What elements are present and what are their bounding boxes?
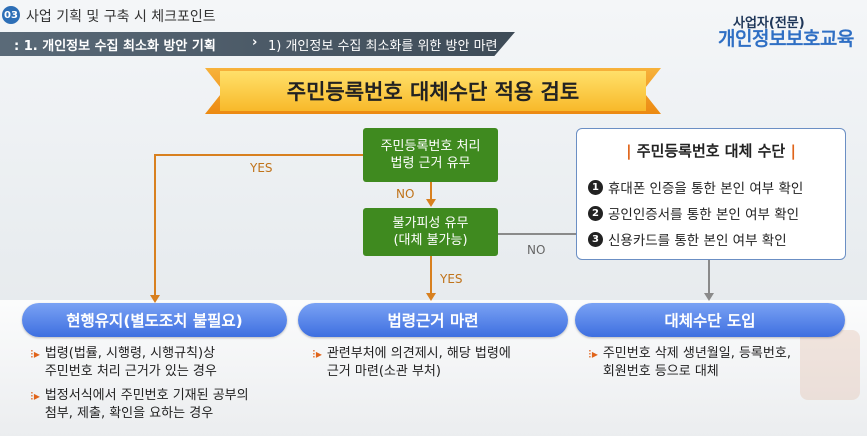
decision-unavoidable-line1: 불가피성 유무 [392,216,469,231]
label-yes-left: YES [250,161,273,175]
connector-yes-left-v [154,154,156,297]
bullet-line: 회원번호 등으로 대체 [602,364,719,379]
alternative-text: 공인인증서를 통한 본인 여부 확인 [608,207,800,223]
alternative-item: 1 휴대폰 인증을 통한 본인 여부 확인 [588,177,803,197]
connector-yes-down [430,256,432,294]
outcome-alternative: 대체수단 도입 [575,303,845,337]
breadcrumb-section: : 1. 개인정보 수집 최소화 방안 기획 [14,39,216,54]
main-title: 주민등록번호 대체수단 적용 검토 [220,71,646,111]
bullet-item: ⁝▸ 법정서식에서 주민번호 기재된 공부의 첨부, 제출, 확인을 요하는 경… [30,387,300,423]
arrow-down-icon [704,293,714,301]
connector-alt-down [708,260,710,294]
label-yes-down: YES [440,272,463,286]
number-2-icon: 2 [588,205,603,221]
bullet-line: 법정서식에서 주민번호 기재된 공부의 [44,388,249,403]
decision-legal-basis: 주민등록번호 처리 법령 근거 유무 [363,128,498,182]
outcome-keep-current: 현행유지(별도조치 불필요) [22,303,287,337]
page-title: 사업 기획 및 구축 시 체크포인트 [26,9,216,25]
number-1-icon: 1 [588,179,603,195]
bullet-line: 관련부처에 의견제시, 해당 법령에 [326,346,511,361]
decision-unavoidable-line2: (대체 불가능) [393,233,468,248]
chevron-right-icon: › [252,35,258,50]
alternatives-title: | 주민등록번호 대체 수단 | [626,142,796,160]
bullet-item: ⁝▸ 주민번호 삭제 생년월일, 등록번호, 회원번호 등으로 대체 [588,345,853,381]
breadcrumb-subsection: 1) 개인정보 수집 최소화를 위한 방안 마련 [268,39,498,54]
alternative-item: 3 신용카드를 통한 본인 여부 확인 [588,229,787,249]
alternative-text: 신용카드를 통한 본인 여부 확인 [608,233,787,249]
bullet-text: 법령(법률, 시행령, 시행규칙)상 주민번호 처리 근거가 있는 경우 [45,345,217,381]
double-right-arrow-icon: ⁝▸ [30,347,40,361]
breadcrumb-bar [0,32,515,56]
brand-logo: 개인정보보호교육 [718,28,854,50]
double-right-arrow-icon: ⁝▸ [588,347,598,361]
connector-no-mid [430,182,432,200]
label-no-right: NO [527,243,546,257]
brand-subtitle: 사업자(전문) [733,16,805,31]
decision-legal-basis-line1: 주민등록번호 처리 [380,139,481,154]
alternatives-title-text: 주민등록번호 대체 수단 [636,142,786,160]
arrow-down-icon [150,295,160,303]
alternatives-panel [576,128,846,260]
bullet-text: 관련부처에 의견제시, 해당 법령에 근거 마련(소관 부처) [327,345,511,381]
bullet-text: 주민번호 삭제 생년월일, 등록번호, 회원번호 등으로 대체 [603,345,791,381]
double-right-arrow-icon: ⁝▸ [30,389,40,403]
bullet-line: 첨부, 제출, 확인을 요하는 경우 [44,406,214,421]
connector-yes-left-h [155,154,363,156]
number-3-icon: 3 [588,231,603,247]
outcome-legal-basis: 법령근거 마련 [298,303,568,337]
alternative-item: 2 공인인증서를 통한 본인 여부 확인 [588,203,799,223]
alternative-text: 휴대폰 인증을 통한 본인 여부 확인 [608,181,804,197]
double-right-arrow-icon: ⁝▸ [312,347,322,361]
bullet-line: 법령(법률, 시행령, 시행규칙)상 [44,346,216,361]
decision-unavoidable: 불가피성 유무 (대체 불가능) [363,208,498,256]
label-no-mid: NO [396,187,415,201]
bullet-line: 주민번호 삭제 생년월일, 등록번호, [602,346,791,361]
arrow-down-icon [426,293,436,301]
background-cup [800,330,860,400]
bullet-line: 주민번호 처리 근거가 있는 경우 [44,364,217,379]
bullet-line: 근거 마련(소관 부처) [326,364,441,379]
bullet-text: 법정서식에서 주민번호 기재된 공부의 첨부, 제출, 확인을 요하는 경우 [45,387,249,423]
decision-legal-basis-line2: 법령 근거 유무 [390,156,471,171]
bullet-item: ⁝▸ 관련부처에 의견제시, 해당 법령에 근거 마련(소관 부처) [312,345,572,381]
section-badge: 03 [2,6,20,24]
bullet-item: ⁝▸ 법령(법률, 시행령, 시행규칙)상 주민번호 처리 근거가 있는 경우 [30,345,290,381]
arrow-down-icon [426,199,436,207]
connector-no-right [498,233,578,235]
